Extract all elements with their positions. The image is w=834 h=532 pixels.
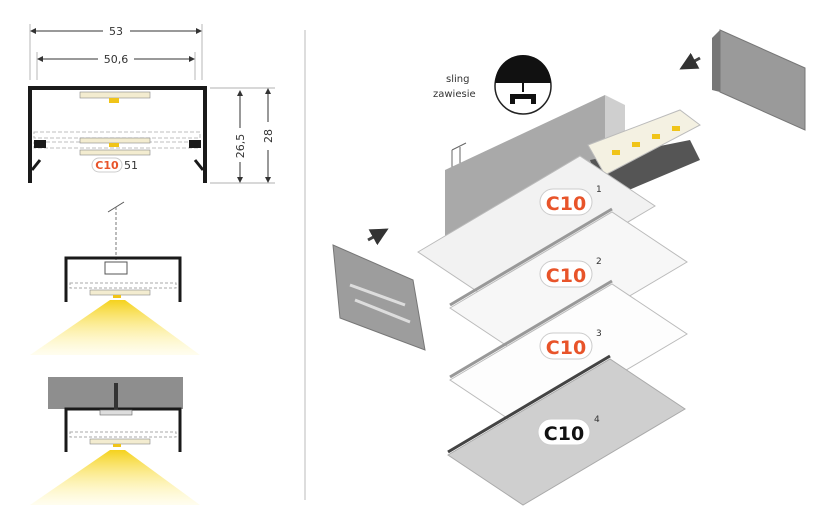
arrow-icon [679, 52, 701, 70]
dimension-width-outer: 53 [30, 25, 202, 38]
ceiling-mount-illustration [30, 377, 200, 505]
cover-code: C10 [95, 159, 119, 172]
mounting-type-badge: sling zawiesie [433, 55, 552, 115]
cover-index: 3 [596, 329, 602, 339]
mounting-label-line2: zawiesie [433, 89, 476, 100]
cross-section: 53 50,6 C10 51 26,5 [28, 24, 275, 184]
arrow-icon [367, 228, 389, 246]
dimension-label: 53 [109, 25, 123, 38]
section-cover-label: C10 51 [91, 157, 138, 173]
dimension-height-inner: 26,5 [234, 90, 247, 183]
cover-number: 51 [124, 159, 138, 172]
end-cap-right [712, 29, 806, 131]
cover-2: C10 2 [449, 207, 688, 359]
cover-1: C10 1 [417, 155, 656, 303]
cover-index: 4 [594, 415, 600, 425]
dimension-label: 50,6 [104, 53, 129, 66]
cover-code: C10 [544, 423, 584, 445]
cover-4: C10 4 [447, 354, 686, 506]
cover-3: C10 3 [449, 279, 688, 431]
dimension-label: 28 [262, 129, 275, 143]
suspended-mount-illustration [30, 201, 200, 355]
dimension-width-inner: 50,6 [37, 53, 195, 66]
cover-index: 2 [596, 257, 602, 267]
end-cap-left [332, 244, 426, 351]
dimension-label: 26,5 [234, 134, 247, 159]
dimension-height-outer: 28 [262, 88, 275, 183]
cover-index: 1 [596, 185, 602, 195]
mounting-label-line1: sling [446, 74, 469, 85]
cover-code: C10 [546, 265, 586, 287]
cover-code: C10 [546, 337, 586, 359]
cover-code: C10 [546, 193, 586, 215]
